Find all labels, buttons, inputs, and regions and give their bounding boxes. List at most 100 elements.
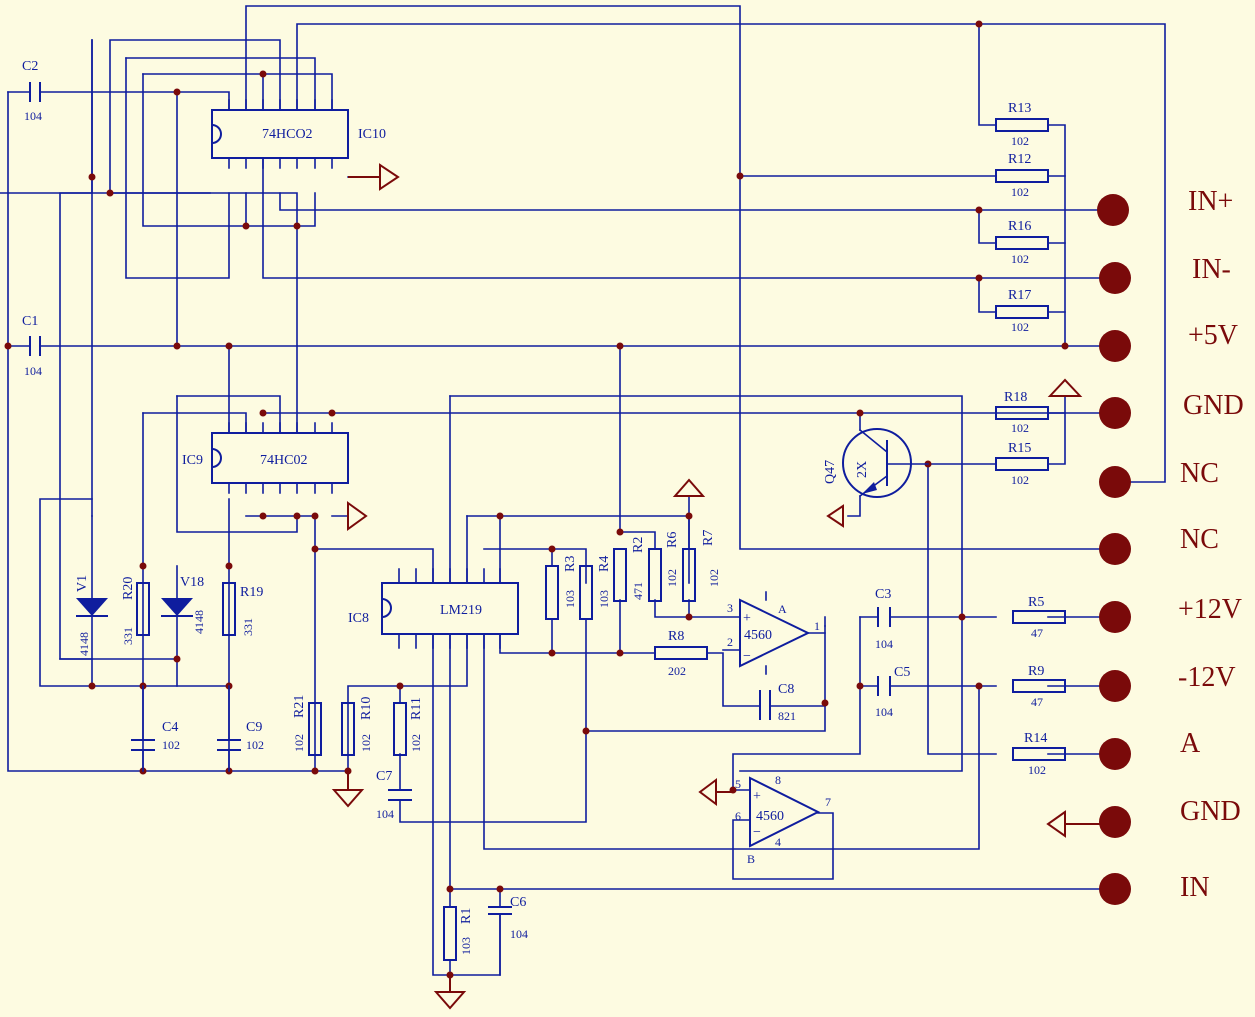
opamp-a[interactable]: + − 4560 A 3 2 1 [722, 591, 826, 675]
transistor-q47[interactable]: 2X Q47 [823, 428, 929, 498]
resistor-r15-ref: R15 [1008, 441, 1031, 456]
diode-v18-value: 4148 [192, 610, 206, 634]
terminal-a[interactable]: A [1099, 728, 1201, 770]
junction-dot [311, 767, 319, 775]
diode-v18[interactable]: V18 4148 [161, 575, 206, 634]
capacitor-c6[interactable]: C6 104 [488, 895, 528, 976]
resistor-r13-ref: R13 [1008, 101, 1031, 116]
terminal-12v[interactable]: +12V [1099, 594, 1242, 633]
opamp-a-part: 4560 [744, 628, 772, 643]
ground-symbol-left [331, 771, 365, 808]
resistor-r12-value: 102 [1011, 185, 1029, 199]
diode-v1-value: 4148 [77, 632, 91, 656]
capacitor-c7-value: 104 [376, 807, 394, 821]
resistor-r10-ref: R10 [359, 697, 374, 720]
terminal-gnd[interactable]: GND [1099, 390, 1244, 429]
resistor-r7-ref: R7 [701, 530, 716, 546]
junction-dot [88, 173, 96, 181]
junction-dot [616, 342, 624, 350]
junction-dot [616, 649, 624, 657]
resistor-r16[interactable]: R16 102 [995, 219, 1049, 266]
capacitor-c1[interactable]: C1 104 [22, 314, 42, 378]
resistor-r19[interactable]: R19 331 [222, 582, 263, 636]
capacitor-c2-ref: C2 [22, 59, 38, 74]
resistor-r8[interactable]: R8 202 [654, 629, 708, 678]
terminal-nc-2[interactable]: NC [1099, 524, 1219, 565]
diode-v1[interactable]: V1 4148 [75, 575, 108, 656]
terminal-in-minus[interactable]: IN- [1099, 254, 1231, 294]
ic8-ref: IC8 [348, 611, 369, 626]
resistor-r7[interactable]: R7 102 [682, 530, 721, 602]
junction-dot [173, 655, 181, 663]
resistor-r13[interactable]: R13 102 [995, 101, 1049, 148]
resistor-r4[interactable]: R4 103 [579, 556, 612, 620]
junction-dot [685, 613, 693, 621]
ic10-ref: IC10 [358, 127, 386, 142]
terminal-label: IN [1180, 872, 1210, 903]
resistor-r15-value: 102 [1011, 473, 1029, 487]
opamp-b-unit: B [747, 852, 755, 866]
resistor-r14-ref: R14 [1024, 731, 1047, 746]
terminal-label: +5V [1188, 320, 1238, 351]
resistor-r5[interactable]: R5 47 [1012, 595, 1066, 640]
capacitor-c7[interactable]: C7 104 [376, 769, 412, 821]
junction-dot [293, 512, 301, 520]
capacitor-c8[interactable]: C8 821 [759, 682, 796, 723]
resistor-r18[interactable]: R18 102 [995, 390, 1049, 435]
resistor-r9[interactable]: R9 47 [1012, 664, 1066, 709]
ic9-chip[interactable]: 74HC02 IC9 [182, 422, 349, 494]
resistor-r12[interactable]: R12 102 [995, 152, 1049, 199]
junction-dot [311, 545, 319, 553]
capacitor-c2[interactable]: C2 104 [22, 59, 42, 123]
diode-v18-ref: V18 [180, 575, 204, 590]
resistor-r21-ref: R21 [292, 695, 307, 718]
junction-dot [106, 189, 114, 197]
capacitor-c5[interactable]: C5 104 [875, 665, 910, 719]
ic10-chip[interactable]: 74HCO2 IC10 [211, 99, 386, 169]
capacitor-c4[interactable]: C4 102 [131, 685, 180, 772]
resistor-r18-ref: R18 [1004, 390, 1027, 405]
resistor-r21[interactable]: R21 102 [292, 695, 322, 756]
ic8-chip[interactable]: LM219 IC8 [348, 568, 519, 649]
resistor-r10[interactable]: R10 102 [341, 697, 374, 756]
ic8-part: LM219 [440, 603, 482, 618]
capacitor-c3[interactable]: C3 104 [875, 587, 893, 651]
diode-v1-ref: V1 [75, 575, 90, 592]
terminal-in[interactable]: IN [1099, 872, 1210, 905]
resistor-r11[interactable]: R11 102 [393, 697, 424, 756]
junction-dot [311, 512, 319, 520]
terminal-in-plus[interactable]: IN+ [1097, 186, 1233, 226]
junction-dot [1061, 342, 1069, 350]
terminal-label: IN- [1192, 254, 1231, 285]
resistor-r10-value: 102 [359, 734, 373, 752]
junction-dot [225, 562, 233, 570]
resistor-r17[interactable]: R17 102 [995, 288, 1049, 334]
capacitor-c1-ref: C1 [22, 314, 38, 329]
terminal-gnd-2[interactable]: GND [1099, 796, 1241, 838]
ic9-ref: IC9 [182, 453, 203, 468]
resistor-r15[interactable]: R15 102 [995, 441, 1049, 487]
resistor-r18-value: 102 [1011, 421, 1029, 435]
opamp-a-pin2: 2 [727, 635, 733, 649]
resistor-r5-ref: R5 [1028, 595, 1044, 610]
ground-symbol-r1 [433, 975, 467, 1010]
junction-dot [173, 342, 181, 350]
resistor-r20[interactable]: R20 331 [121, 577, 150, 645]
opamp-a-unit: A [778, 602, 787, 616]
junction-dot [975, 20, 983, 28]
resistor-r2[interactable]: R2 471 [613, 537, 646, 602]
opamp-b[interactable]: + − 4560 B 5 6 7 8 4 [735, 773, 831, 866]
resistor-r14-value: 102 [1028, 763, 1046, 777]
resistor-r6[interactable]: R6 102 [648, 532, 680, 602]
junction-dot [616, 528, 624, 536]
resistor-r1[interactable]: R1 103 [443, 906, 474, 961]
resistor-r6-ref: R6 [665, 532, 680, 548]
resistor-r14[interactable]: R14 102 [1012, 731, 1066, 777]
capacitor-c9[interactable]: C9 102 [217, 685, 264, 772]
resistor-r3-ref: R3 [563, 556, 578, 572]
resistor-r3[interactable]: R3 103 [545, 556, 578, 620]
terminal-minus-12v[interactable]: -12V [1099, 662, 1236, 702]
junction-dot [736, 172, 744, 180]
terminal-5v[interactable]: +5V [1099, 320, 1238, 362]
terminal-nc-1[interactable]: NC [1099, 458, 1219, 498]
